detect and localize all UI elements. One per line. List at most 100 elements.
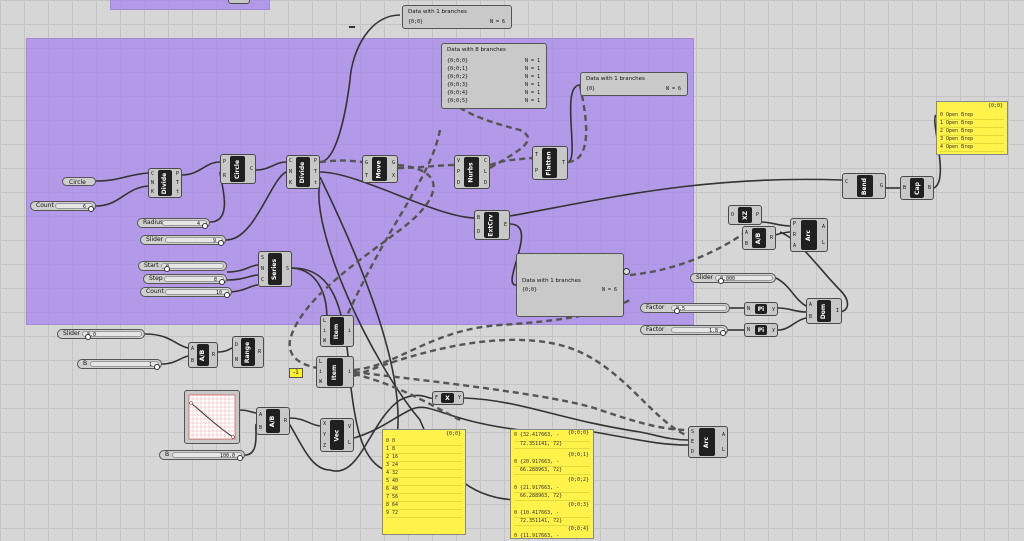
slider-track[interactable]: 6: [55, 203, 94, 212]
group-top-strip[interactable]: [110, 0, 270, 10]
output-port[interactable]: P: [755, 212, 759, 218]
slider-grip[interactable]: [202, 223, 208, 229]
input-port[interactable]: K: [151, 189, 155, 196]
component-core[interactable]: A/B: [266, 409, 280, 433]
component-core[interactable]: Arc: [699, 428, 715, 456]
input-port[interactable]: P: [535, 168, 539, 174]
slider-grip[interactable]: [154, 364, 160, 370]
output-port[interactable]: B: [927, 185, 931, 191]
slider-track[interactable]: 8: [164, 276, 225, 285]
step-slider[interactable]: Step 8: [143, 274, 227, 285]
output-port[interactable]: G: [879, 183, 883, 189]
input-port[interactable]: P: [793, 221, 797, 228]
component-core[interactable]: Move: [372, 157, 387, 181]
output-port[interactable]: P: [175, 170, 179, 177]
outputs[interactable]: P: [756, 206, 759, 224]
input-port[interactable]: P: [223, 159, 227, 165]
outputs[interactable]: R: [284, 408, 287, 434]
cap-component[interactable]: B Cap B: [900, 176, 934, 200]
input-port[interactable]: A: [809, 302, 813, 308]
input-port[interactable]: i: [319, 369, 323, 375]
outputs[interactable]: S: [286, 252, 289, 286]
output-port[interactable]: C: [249, 166, 253, 172]
input-port[interactable]: N: [261, 265, 265, 272]
input-port[interactable]: B: [903, 185, 907, 191]
xz-component[interactable]: O XZ P: [728, 205, 762, 225]
input-port[interactable]: B: [259, 424, 263, 431]
slider-grip[interactable]: [674, 308, 680, 314]
component-core[interactable]: Cap: [910, 178, 924, 198]
component-core[interactable]: A/B: [752, 228, 766, 248]
outputs[interactable]: i: [348, 316, 351, 346]
component-core[interactable]: Divide: [158, 170, 172, 196]
input-port[interactable]: N: [747, 306, 751, 312]
pi-component-2[interactable]: N Pi y: [744, 323, 778, 337]
output-port[interactable]: C: [483, 158, 487, 165]
output-port[interactable]: S: [285, 266, 289, 272]
input-port[interactable]: i: [323, 328, 327, 334]
outputs[interactable]: G: [880, 174, 883, 198]
component-core[interactable]: Item: [327, 358, 343, 386]
output-port[interactable]: E: [503, 222, 507, 228]
component-core[interactable]: Nurbs: [464, 157, 479, 187]
input-port[interactable]: C: [151, 170, 155, 177]
data-panel-top[interactable]: Data with 1 branches {0;0}N = 6: [402, 5, 512, 29]
input-port[interactable]: L: [323, 318, 327, 324]
output-port[interactable]: y: [771, 327, 775, 333]
output-port[interactable]: L: [483, 168, 487, 175]
outputs[interactable]: Y: [458, 392, 461, 404]
input-port[interactable]: B: [477, 215, 481, 221]
input-port[interactable]: X: [323, 421, 327, 428]
count-slider[interactable]: Count 6: [30, 201, 96, 212]
outputs[interactable]: R: [212, 343, 215, 367]
input-port[interactable]: C: [261, 277, 265, 284]
component-core[interactable]: Pi: [755, 304, 767, 314]
outputs[interactable]: R: [770, 227, 773, 249]
input-port[interactable]: B: [191, 358, 195, 364]
input-port[interactable]: C: [289, 158, 293, 165]
component-core[interactable]: Dom: [817, 300, 831, 322]
inputs[interactable]: B: [903, 177, 906, 199]
component-core[interactable]: A/B: [197, 344, 209, 366]
input-port[interactable]: N: [235, 356, 239, 363]
input-port[interactable]: D: [457, 179, 461, 186]
outputs[interactable]: C: [250, 155, 253, 183]
input-port[interactable]: F: [435, 395, 439, 401]
slider-track[interactable]: 10: [165, 289, 230, 298]
output-port[interactable]: X: [391, 172, 395, 179]
input-port[interactable]: W: [323, 338, 327, 344]
output-port[interactable]: P: [313, 158, 317, 165]
slider-grip[interactable]: [164, 266, 170, 272]
outputs[interactable]: I: [836, 299, 839, 323]
output-port[interactable]: V: [347, 424, 351, 430]
outputs[interactable]: T: [562, 147, 565, 179]
output-port[interactable]: t: [313, 179, 317, 186]
slider-track[interactable]: 9: [165, 237, 224, 246]
vector-output-panel[interactable]: 0 {32.417663, - {0;0;0} 72.351141, 72} {…: [510, 429, 594, 539]
factor-slider-2[interactable]: Factor 1.8: [640, 325, 728, 336]
slider-track[interactable]: 100.0: [172, 452, 243, 461]
bend-component[interactable]: C Bend G: [842, 173, 886, 199]
input-port[interactable]: R: [223, 173, 227, 179]
output-port[interactable]: i: [347, 369, 351, 375]
